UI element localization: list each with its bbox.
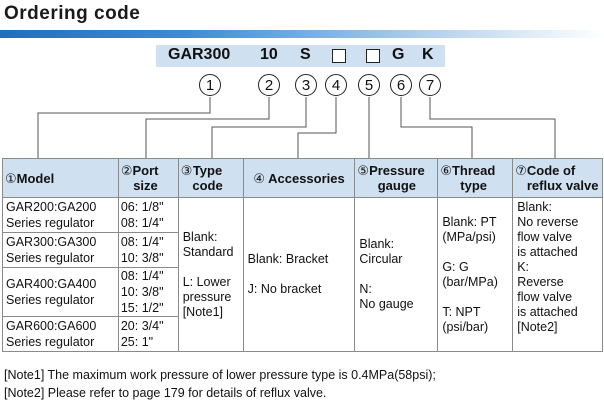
connector-4 <box>297 97 337 158</box>
table-row: GAR300:GA300 Series regulator 08: 1/4" 1… <box>2 232 603 268</box>
connector-7 <box>429 97 556 158</box>
connector-1 <box>37 97 211 158</box>
header-accessories: ④ Accessories <box>242 158 356 198</box>
code-size: 10 <box>260 46 278 63</box>
type-code-cell: Blank: Standard L: Lower pressure [Note1… <box>177 197 244 352</box>
number-circle-7: 7 <box>419 74 441 96</box>
port-size-cell-gar600: 20: 3/4" 25: 1" <box>117 316 179 352</box>
code-pressure-box <box>366 49 380 63</box>
number-circle-2: 2 <box>258 74 280 96</box>
header-rule <box>0 30 604 38</box>
table-row: GAR200:GA200 Series regulator 06: 1/8" 0… <box>2 197 603 352</box>
page-title: Ordering code <box>4 3 141 24</box>
table-row: GAR400:GA400 Series regulator 08: 1/4" 1… <box>2 267 603 317</box>
table-row: GAR600:GA600 Series regulator 20: 3/4" 2… <box>2 316 603 352</box>
reflux-valve-cell: Blank: No reverse flow valve is attached… <box>512 197 603 352</box>
code-reflux: K <box>422 46 434 63</box>
number-circle-3: 3 <box>295 74 317 96</box>
pressure-gauge-cell: Blank: Circular N: No gauge <box>354 197 439 352</box>
code-accessories-box <box>332 49 346 63</box>
number-circle-1: 1 <box>199 74 221 96</box>
order-code-bar: GAR300 10 S G K <box>156 45 445 67</box>
number-circle-4: 4 <box>325 74 347 96</box>
note-2: [Note2] Please refer to page 179 for det… <box>4 386 327 400</box>
model-cell-gar300: GAR300:GA300 Series regulator <box>2 232 119 268</box>
port-size-cell-gar200: 06: 1/8" 08: 1/4" <box>117 197 179 233</box>
accessories-cell: Blank: Bracket J: No bracket <box>242 197 356 352</box>
note-1: [Note1] The maximum work pressure of low… <box>4 368 436 382</box>
number-circle-5: 5 <box>358 74 380 96</box>
number-circle-6: 6 <box>390 74 412 96</box>
model-cell-gar400: GAR400:GA400 Series regulator <box>2 267 119 317</box>
code-thread: G <box>392 46 405 63</box>
model-cell-gar600: GAR600:GA600 Series regulator <box>2 316 119 352</box>
connector-6 <box>400 97 473 158</box>
connector-2 <box>145 97 270 158</box>
port-size-cell-gar300: 08: 1/4" 10: 3/8" <box>117 232 179 268</box>
model-cell-gar200: GAR200:GA200 Series regulator <box>2 197 119 233</box>
code-type: S <box>300 46 311 63</box>
connector-3 <box>211 97 307 158</box>
port-size-cell-gar400: 08: 1/4" 10: 3/8" 15: 1/2" <box>117 267 179 317</box>
thread-type-cell: Blank: PT (MPa/psi) G: G (bar/MPa) T: NP… <box>437 197 514 352</box>
header-model: ①Model <box>2 158 119 198</box>
code-model: GAR300 <box>168 46 231 63</box>
connector-lines <box>37 97 556 158</box>
